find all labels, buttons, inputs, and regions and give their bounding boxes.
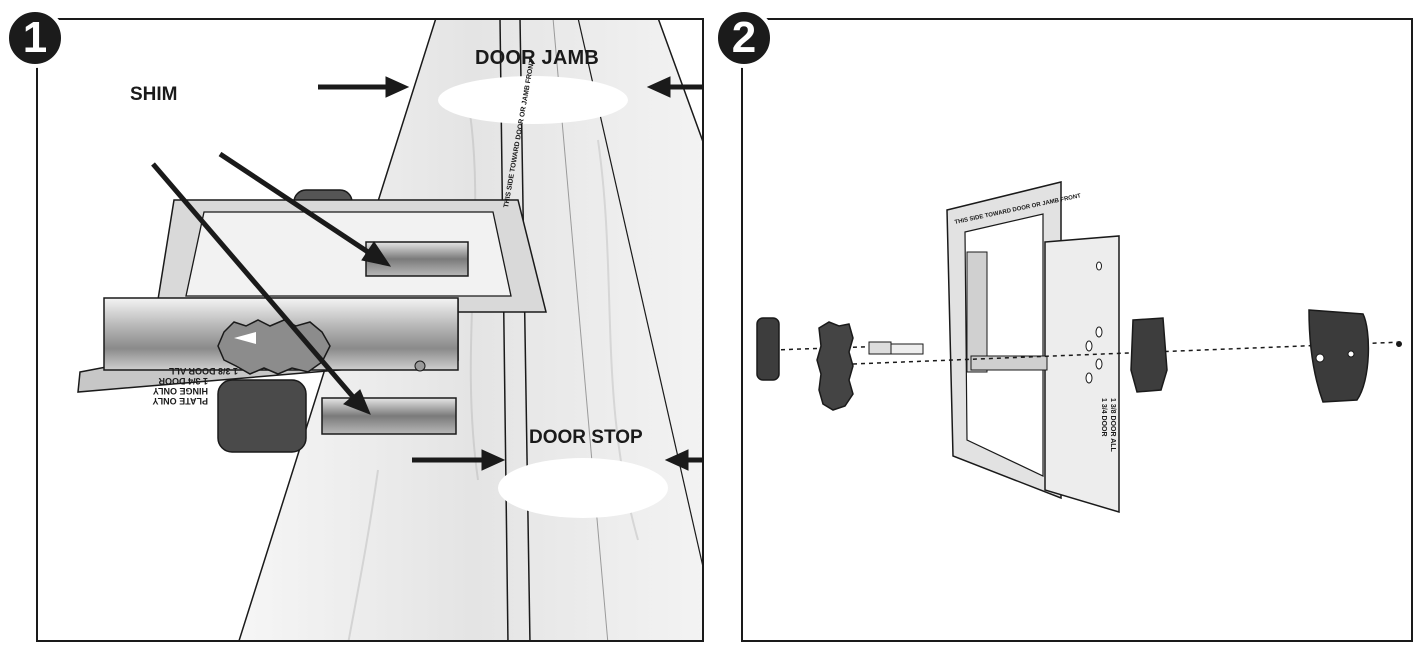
step-2-badge: 2 bbox=[714, 8, 774, 68]
door-stop-label: DOOR STOP bbox=[529, 427, 643, 448]
gear-arrow-icon bbox=[234, 332, 256, 344]
arrow-head-icon bbox=[385, 76, 410, 98]
hinge-plate-text: 1 3/8 DOOR ALL 1 3/4 DOOR bbox=[1100, 398, 1116, 454]
inner-rosette bbox=[1130, 317, 1168, 393]
stop-label-cloud bbox=[498, 458, 668, 518]
plate-line: PLATE ONLY bbox=[152, 396, 208, 406]
step-1-badge: 1 bbox=[5, 8, 65, 68]
plate-line: 1 3/4 DOOR bbox=[1100, 398, 1107, 437]
plate-line: 1 3/4 DOOR bbox=[158, 376, 208, 386]
shim-label-cloud bbox=[78, 116, 218, 160]
arrow-head-icon bbox=[343, 389, 371, 415]
arrow-head-icon bbox=[361, 241, 392, 267]
plate-hole bbox=[1085, 372, 1093, 384]
spindle-pin bbox=[868, 341, 892, 355]
gear-knob-2 bbox=[816, 321, 854, 411]
spindle-pin bbox=[890, 343, 924, 355]
plate-hole bbox=[1095, 358, 1103, 370]
shim-arrow-upper bbox=[218, 151, 370, 255]
frame-inner-bar bbox=[966, 251, 988, 373]
gear-knob bbox=[217, 319, 331, 375]
arrow-head-icon bbox=[664, 449, 689, 471]
step-2-illustration: 1 3/8 DOOR ALL 1 3/4 DOOR THIS SIDE TOWA… bbox=[756, 181, 1404, 514]
exploded-hinge-plate bbox=[1044, 235, 1120, 514]
lower-shim bbox=[321, 397, 457, 435]
outer-knob bbox=[756, 317, 780, 381]
jamb-label-cloud bbox=[438, 76, 628, 124]
step-2-panel: 1 3/8 DOOR ALL 1 3/4 DOOR THIS SIDE TOWA… bbox=[741, 18, 1413, 642]
arrow-head-icon bbox=[646, 76, 671, 98]
arrow-head-icon bbox=[481, 449, 506, 471]
step-1-illustration: 1 3/8 DOOR ALL 1 3/4 DOOR HINGE ONLY PLA… bbox=[77, 20, 702, 640]
axis-end-dot bbox=[1396, 341, 1402, 347]
spindle bbox=[970, 355, 1048, 371]
shim-label: SHIM bbox=[130, 84, 178, 105]
knob-hole-icon bbox=[1315, 353, 1325, 363]
plate-hole bbox=[1096, 261, 1102, 271]
shim-arrow-lower bbox=[151, 162, 356, 400]
wood-grain bbox=[347, 469, 379, 640]
plate-hole bbox=[1095, 326, 1103, 338]
plate-text: 1 3/8 DOOR ALL 1 3/4 DOOR HINGE ONLY PLA… bbox=[150, 366, 238, 406]
knob-hole-icon bbox=[1347, 350, 1355, 358]
plate-line: 1 3/8 DOOR ALL bbox=[168, 366, 238, 376]
plate-line: HINGE ONLY bbox=[153, 386, 208, 396]
screw-icon bbox=[414, 360, 426, 372]
plate-line: 1 3/8 DOOR ALL bbox=[1109, 398, 1116, 453]
front-knob-shadow bbox=[217, 379, 307, 453]
step-1-panel: 1 3/8 DOOR ALL 1 3/4 DOOR HINGE ONLY PLA… bbox=[36, 18, 704, 642]
plate-hole bbox=[1085, 340, 1093, 352]
door-jamb-label: DOOR JAMB bbox=[475, 47, 600, 69]
inner-knob bbox=[1308, 309, 1370, 403]
